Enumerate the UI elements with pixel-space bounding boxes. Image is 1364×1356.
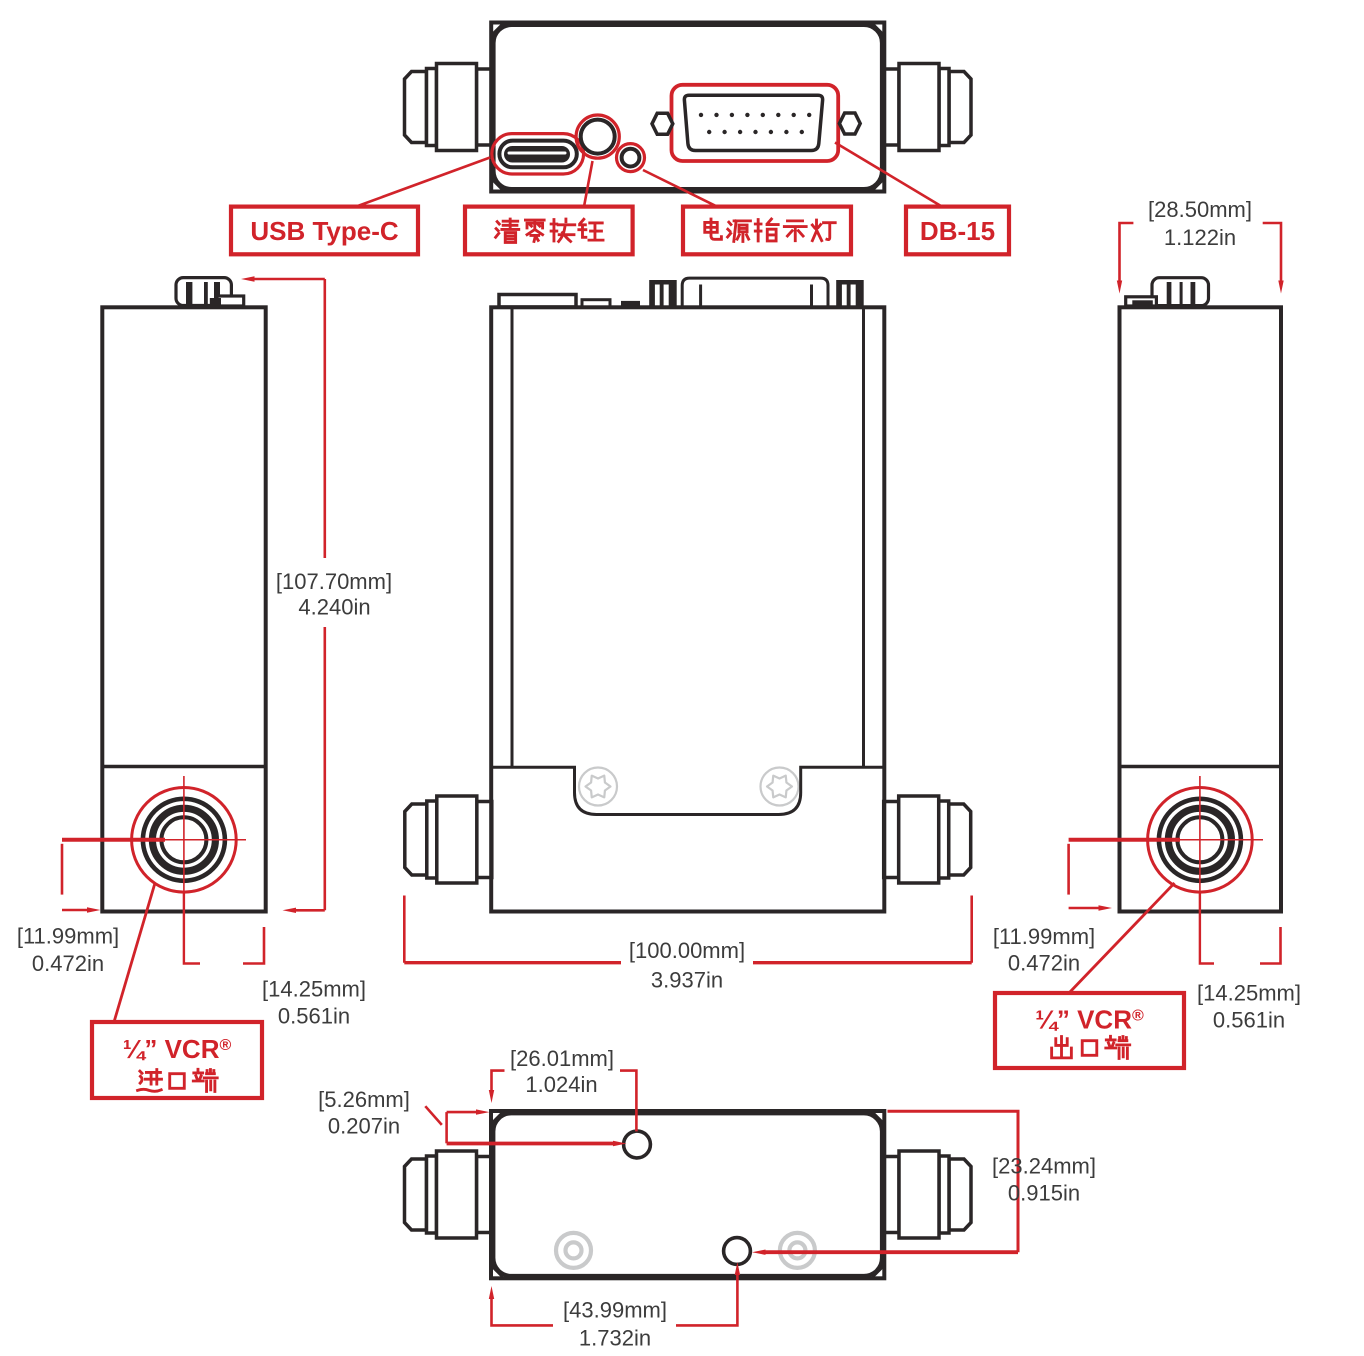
svg-text:[26.01mm]: [26.01mm] [510, 1046, 614, 1071]
svg-text:0.207in: 0.207in [328, 1114, 400, 1139]
svg-text:[11.99mm]: [11.99mm] [17, 924, 119, 949]
svg-text:0.472in: 0.472in [1008, 951, 1080, 976]
svg-text:0.561in: 0.561in [278, 1004, 350, 1029]
svg-text:¼” VCR®: ¼” VCR® [123, 1034, 232, 1064]
svg-text:USB Type-C: USB Type-C [250, 216, 399, 246]
svg-text:1.122in: 1.122in [1164, 225, 1236, 250]
svg-text:3.937in: 3.937in [651, 968, 723, 993]
svg-text:1.732in: 1.732in [579, 1326, 651, 1351]
svg-text:DB-15: DB-15 [920, 216, 995, 246]
svg-text:[14.25mm]: [14.25mm] [262, 977, 366, 1002]
svg-text:0.915in: 0.915in [1008, 1181, 1080, 1206]
svg-text:¼” VCR®: ¼” VCR® [1035, 1005, 1144, 1035]
svg-text:[5.26mm]: [5.26mm] [318, 1087, 410, 1112]
svg-text:4.240in: 4.240in [298, 595, 370, 620]
svg-text:[23.24mm]: [23.24mm] [992, 1154, 1096, 1179]
svg-text:[100.00mm]: [100.00mm] [629, 938, 745, 963]
svg-text:[11.99mm]: [11.99mm] [993, 924, 1095, 949]
svg-text:[43.99mm]: [43.99mm] [563, 1297, 667, 1322]
svg-text:[14.25mm]: [14.25mm] [1197, 981, 1301, 1006]
svg-text:[107.70mm]: [107.70mm] [276, 569, 392, 594]
svg-text:1.024in: 1.024in [525, 1072, 597, 1097]
svg-text:0.472in: 0.472in [32, 951, 104, 976]
svg-text:[28.50mm]: [28.50mm] [1148, 197, 1252, 222]
svg-text:0.561in: 0.561in [1213, 1008, 1285, 1033]
